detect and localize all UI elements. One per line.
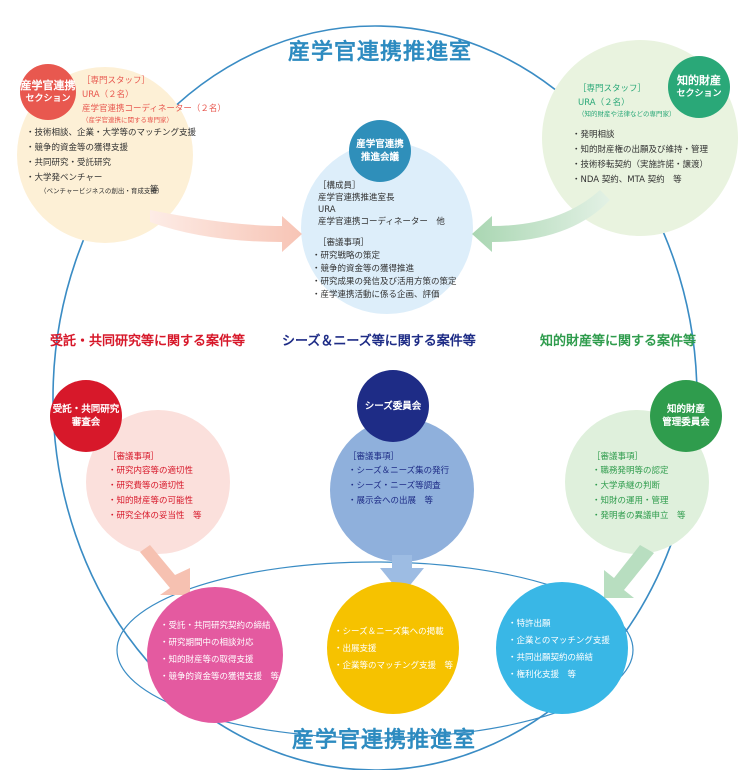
right-committee-list: 職務発明等の認定 大学承継の判断 知財の運用・管理 発明者の異議申立 等 xyxy=(592,464,686,524)
section-title-right: 知的財産等に関する案件等 xyxy=(540,334,697,349)
list-item: 発明相談 xyxy=(572,128,708,143)
left-staff-line-2: 産学官連携コーディネーター（２名） xyxy=(82,104,226,114)
council-badge-line2: 推進会議 xyxy=(360,152,399,163)
right-outcome-list: 特許出願 企業とのマッチング支援 共同出願契約の締結 権利化支援 等 xyxy=(508,616,610,684)
list-item: 研究期間中の相談対応 xyxy=(160,635,279,652)
list-item: 展示会への出展 等 xyxy=(348,494,449,509)
section-title-middle: シーズ＆ニーズ等に関する案件等 xyxy=(282,334,476,349)
section-title-left: 受託・共同研究等に関する案件等 xyxy=(50,334,246,349)
left-committee-list: 研究内容等の適切性 研究費等の適切性 知的財産等の可能性 研究全体の妥当性 等 xyxy=(108,464,202,524)
left-committee-header: ［審議事項］ xyxy=(108,452,160,462)
list-item: 競争的資金等の獲得支援 等 xyxy=(160,669,280,686)
list-item: 受託・共同研究契約の締結 xyxy=(160,618,279,635)
left-committee-badge-line1: 受託・共同研究 xyxy=(52,404,120,415)
middle-committee-badge: シーズ委員会 xyxy=(357,370,429,442)
right-section-badge-line2: セクション xyxy=(676,88,722,99)
right-section-staff: ［専門スタッフ］ URA（２名） （知的財産や法律などの専門家） xyxy=(578,82,676,119)
list-item: 知的財産等の取得支援 xyxy=(160,652,279,669)
left-sub-tail: 等 xyxy=(150,185,159,195)
middle-committee-list: シーズ＆ニーズ集の発行 シーズ・ニーズ等調査 展示会への出展 等 xyxy=(348,464,450,509)
list-item: 出展支援 xyxy=(334,641,453,658)
council-members-header: ［構成員］ xyxy=(318,181,361,191)
list-item: 研究成果の発信及び活用方策の策定 xyxy=(312,276,457,289)
left-section-badge: 産学官連携 セクション xyxy=(20,64,76,120)
list-item: 大学承継の判断 xyxy=(592,479,686,494)
list-item: 企業とのマッチング支援 xyxy=(508,633,610,650)
left-sub-note: （ベンチャービジネスの創出・育成支援） xyxy=(40,187,164,195)
list-item: シーズ・ニーズ等調査 xyxy=(348,479,449,494)
list-item: 共同出願契約の締結 xyxy=(508,650,610,667)
left-section-staff: ［専門スタッフ］ URA（２名） 産学官連携コーディネーター（２名） （産学官連… xyxy=(82,74,226,125)
council-badge: 産学官連携 推進会議 xyxy=(349,120,411,182)
left-section-badge-line2: セクション xyxy=(25,93,71,104)
left-to-council-arrow xyxy=(150,210,302,252)
right-committee-details: ［審議事項］ 職務発明等の認定 大学承継の判断 知財の運用・管理 発明者の異議申… xyxy=(592,450,686,524)
left-committee-badge-line2: 審査会 xyxy=(71,417,101,428)
left-staff-line-1: URA（２名） xyxy=(82,90,134,100)
middle-down-arrow xyxy=(380,555,424,595)
left-section-list: 技術相談、企業・大学等のマッチング支援 競争的資金等の獲得支援 共同研究・受託研… xyxy=(26,126,197,186)
council-member: 産学官連携コーディネーター 他 xyxy=(318,217,445,227)
list-item: 知財の運用・管理 xyxy=(592,494,686,509)
list-item: 知的財産権の出願及び維持・管理 xyxy=(572,143,709,158)
right-committee-header: ［審議事項］ xyxy=(592,452,644,462)
list-item: 知的財産等の可能性 xyxy=(108,494,202,509)
top-title: 産学官連携推進室 xyxy=(288,40,473,65)
list-item: 発明者の異議申立 等 xyxy=(592,509,686,524)
list-item: 企業等のマッチング支援 等 xyxy=(334,658,454,675)
list-item: 職務発明等の認定 xyxy=(592,464,686,479)
list-item: 研究内容等の適切性 xyxy=(108,464,202,479)
list-item: 研究全体の妥当性 等 xyxy=(108,509,202,524)
council-agenda-list: 研究戦略の策定 競争的資金等の獲得推進 研究成果の発信及び活用方策の策定 産学連… xyxy=(312,250,457,302)
list-item: NDA 契約、MTA 契約 等 xyxy=(572,173,708,188)
list-item: シーズ＆ニーズ集への掲載 xyxy=(334,624,453,641)
right-staff-line: URA（２名） xyxy=(578,98,630,108)
middle-committee-header: ［審議事項］ xyxy=(348,452,400,462)
left-down-arrow xyxy=(140,545,190,595)
list-item: 競争的資金等の獲得推進 xyxy=(312,263,457,276)
right-staff-header: ［専門スタッフ］ xyxy=(578,84,647,94)
left-committee-badge: 受託・共同研究 審査会 xyxy=(50,380,122,452)
list-item: 産学連携活動に係る企画、評価 xyxy=(312,289,457,302)
list-item: 権利化支援 等 xyxy=(508,667,610,684)
right-committee-badge-line2: 管理委員会 xyxy=(662,417,710,428)
middle-committee-details: ［審議事項］ シーズ＆ニーズ集の発行 シーズ・ニーズ等調査 展示会への出展 等 xyxy=(348,450,449,509)
right-section-badge: 知的財産 セクション xyxy=(668,56,730,118)
list-item: 技術移転契約（実施許諾・譲渡） xyxy=(572,158,709,173)
left-outcome-list: 受託・共同研究契約の締結 研究期間中の相談対応 知的財産等の取得支援 競争的資金… xyxy=(160,618,280,686)
council-badge-line1: 産学官連携 xyxy=(356,139,404,150)
list-item: 研究費等の適切性 xyxy=(108,479,202,494)
bottom-title: 産学官連携推進室 xyxy=(292,728,477,753)
list-item: 技術相談、企業・大学等のマッチング支援 xyxy=(26,126,197,141)
middle-outcome-list: シーズ＆ニーズ集への掲載 出展支援 企業等のマッチング支援 等 xyxy=(334,624,454,675)
council-member: URA xyxy=(318,205,336,215)
right-down-arrow xyxy=(604,545,654,598)
left-staff-note: （産学官連携に関する専門家） xyxy=(82,116,173,124)
list-item: 研究戦略の策定 xyxy=(312,250,457,263)
list-item: 特許出願 xyxy=(508,616,610,633)
right-section-list: 発明相談 知的財産権の出願及び維持・管理 技術移転契約（実施許諾・譲渡） NDA… xyxy=(572,128,709,188)
right-staff-note: （知的財産や法律などの専門家） xyxy=(578,110,676,118)
right-committee-badge-line1: 知的財産 xyxy=(666,404,705,415)
council-member: 産学官連携推進室長 xyxy=(318,193,395,203)
council-agenda-header: ［審議事項］ xyxy=(318,238,370,248)
middle-committee-badge-line1: シーズ委員会 xyxy=(364,400,422,412)
council-members: ［構成員］ 産学官連携推進室長 URA 産学官連携コーディネーター 他 xyxy=(318,180,445,228)
left-section-badge-line1: 産学官連携 xyxy=(20,78,76,92)
right-committee-badge: 知的財産 管理委員会 xyxy=(650,380,722,452)
lower-ring xyxy=(116,561,634,739)
list-item: 競争的資金等の獲得支援 xyxy=(26,141,196,156)
list-item: 共同研究・受託研究 xyxy=(26,156,196,171)
right-section-badge-line1: 知的財産 xyxy=(677,73,721,87)
left-staff-header: ［専門スタッフ］ xyxy=(82,76,151,86)
right-to-council-arrow xyxy=(472,190,610,252)
list-item: シーズ＆ニーズ集の発行 xyxy=(348,464,450,479)
left-committee-details: ［審議事項］ 研究内容等の適切性 研究費等の適切性 知的財産等の可能性 研究全体… xyxy=(108,450,202,524)
list-item: 大学発ベンチャー xyxy=(26,171,196,186)
